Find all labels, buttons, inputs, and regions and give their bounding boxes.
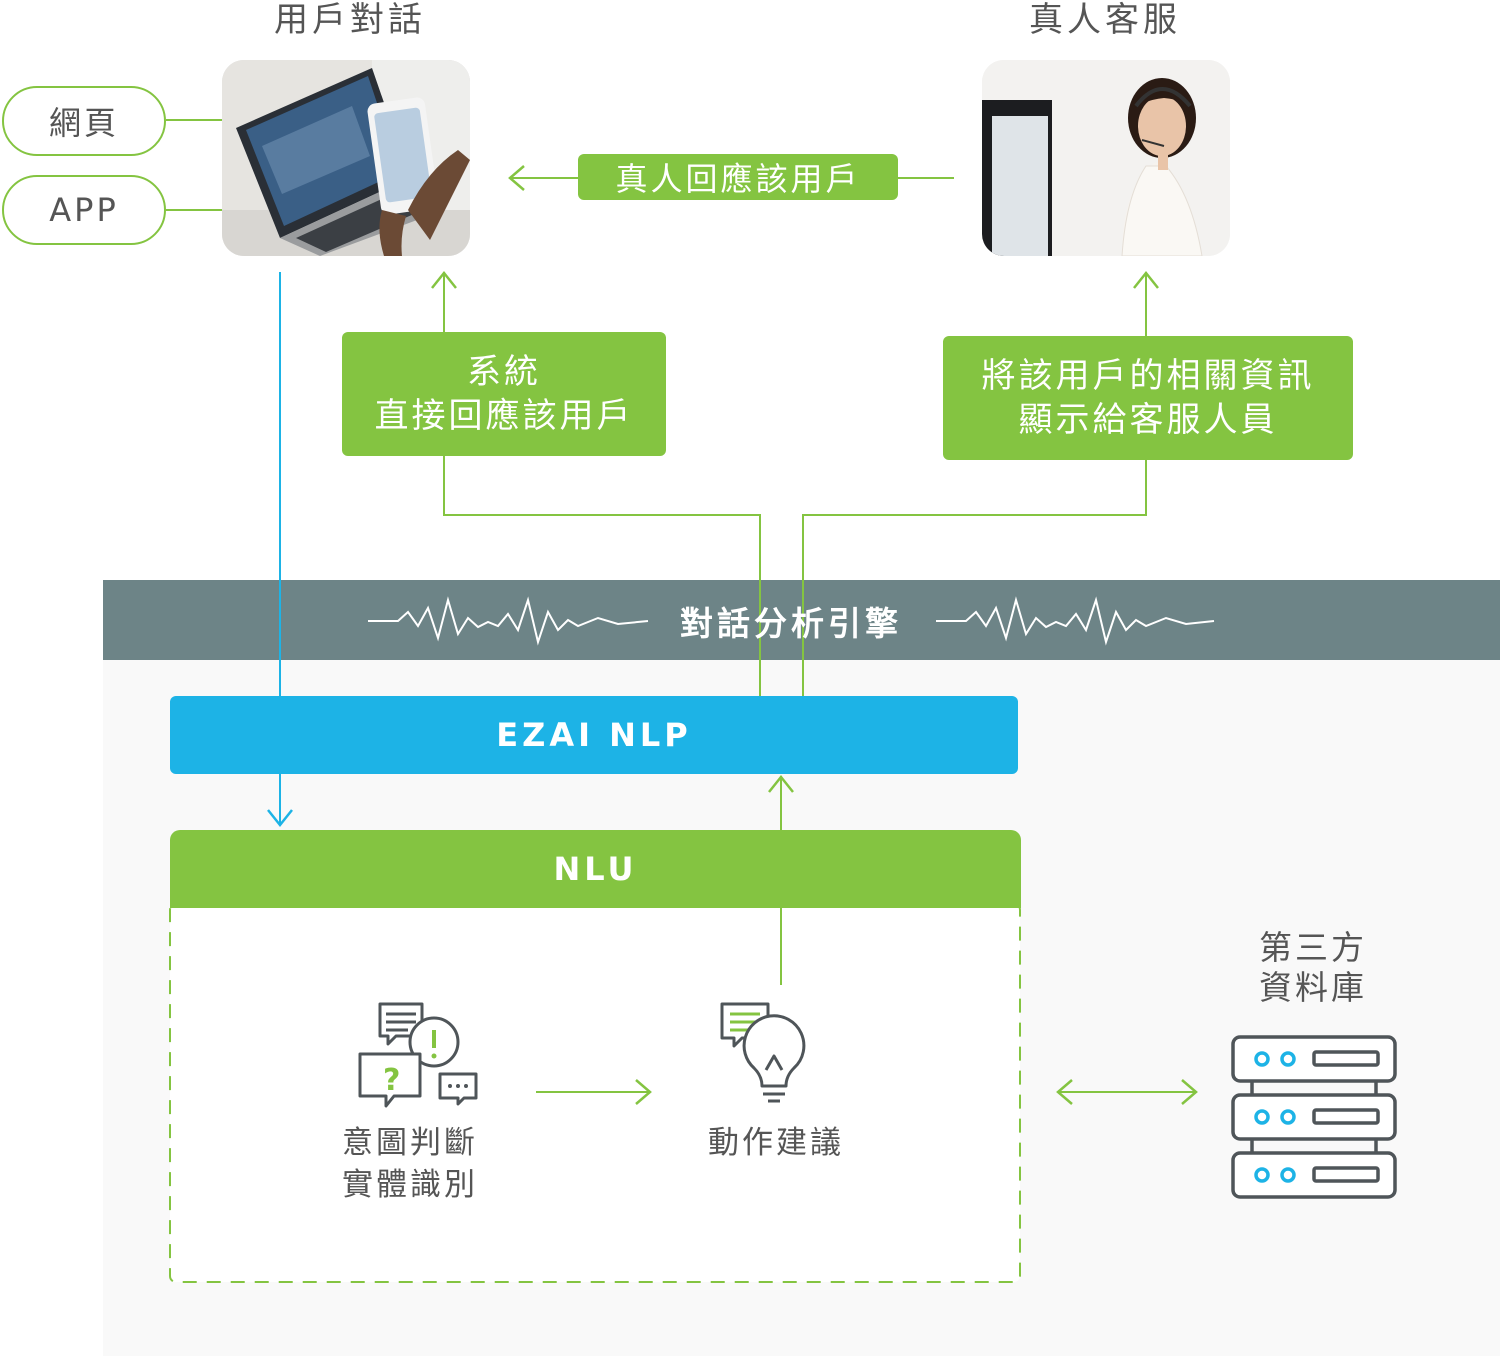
- intent-to-action-arrowhead: [635, 1079, 652, 1105]
- user-dialog-photo: [222, 60, 470, 256]
- waveform-left-icon: [368, 596, 649, 646]
- database-arrowhead-left: [1056, 1079, 1073, 1105]
- show-info-line2: 顯示給客服人員: [1018, 400, 1278, 440]
- show-info-line1: 將該用戶的相關資訊: [981, 356, 1315, 396]
- database-server-icon: [1231, 1035, 1397, 1199]
- nlu-header-bar: NLU: [170, 830, 1021, 908]
- channel-app-pill: APP: [2, 175, 166, 245]
- svg-text:?: ?: [383, 1063, 400, 1098]
- intent-entity-label: 意圖判斷 實體識別: [320, 1122, 500, 1206]
- engine-header-bar: [103, 580, 1500, 660]
- intent-line: 意圖判斷: [342, 1125, 478, 1161]
- engine-label: 對話分析引擎: [680, 604, 902, 643]
- system-reply-up-arrowhead: [431, 270, 457, 289]
- show-info-up-arrowhead: [1133, 270, 1159, 289]
- entity-line: 實體識別: [342, 1167, 478, 1203]
- route-to-system-reply: [443, 456, 761, 698]
- waveform-right-icon: [936, 596, 1215, 646]
- database-arrowhead-right: [1181, 1079, 1198, 1105]
- user-input-arrowhead: [267, 809, 293, 828]
- human-agent-title: 真人客服: [1029, 0, 1181, 40]
- human-reply-arrowhead: [508, 165, 525, 191]
- action-suggest-label: 動作建議: [708, 1125, 844, 1161]
- route-to-show-info: [802, 460, 1147, 698]
- nlu-to-nlp-arrowhead: [768, 774, 794, 793]
- chat-bubbles-icon: ?: [358, 1002, 478, 1108]
- third-party-line2: 資料庫: [1259, 968, 1367, 1007]
- human-agent-photo: [982, 60, 1230, 256]
- laptop-phone-illustration: [222, 60, 470, 256]
- agent-headset-illustration: [982, 60, 1230, 256]
- lightbulb-chat-icon: [720, 1002, 806, 1103]
- third-party-line1: 第三方: [1259, 928, 1367, 967]
- human-reply-label: 真人回應該用戶: [578, 154, 898, 200]
- system-reply-box: 系統 直接回應該用戶: [342, 332, 666, 456]
- user-dialog-title: 用戶對話: [274, 0, 426, 40]
- third-party-db-title: 第三方 資料庫: [1218, 928, 1408, 1008]
- ezai-nlp-bar: EZAI NLP: [170, 696, 1018, 774]
- system-reply-line2: 直接回應該用戶: [374, 396, 634, 436]
- system-reply-line1: 系統: [467, 352, 541, 392]
- show-info-box: 將該用戶的相關資訊 顯示給客服人員: [943, 336, 1353, 460]
- channel-web-pill: 網頁: [2, 86, 166, 156]
